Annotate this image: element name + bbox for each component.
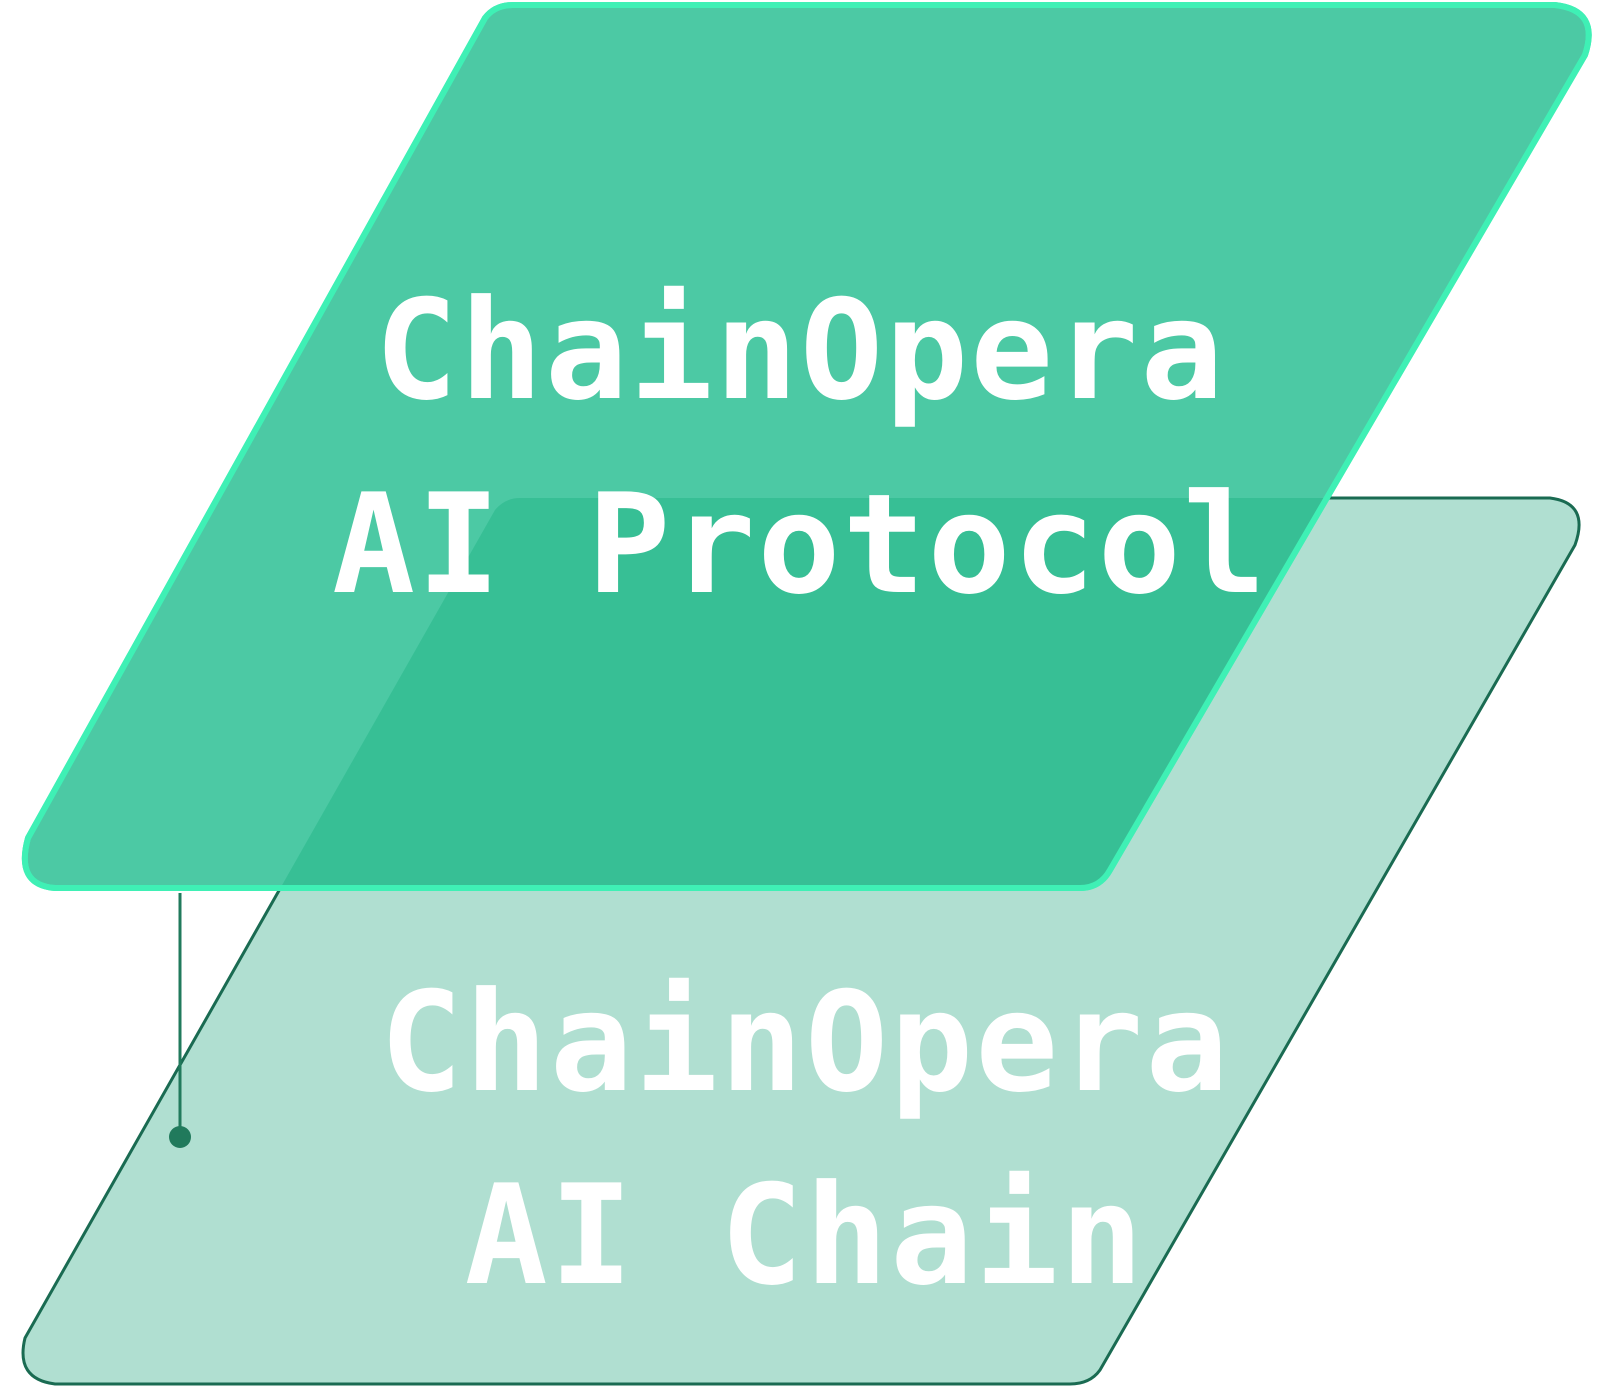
overlap-region (24, 498, 1580, 888)
ai-protocol-label-line2: AI Protocol (332, 464, 1268, 625)
connector-dot (169, 1126, 191, 1148)
ai-chain-label-line1: ChainOpera (380, 962, 1231, 1123)
layer-connector (169, 893, 191, 1148)
ai-chain-label-line2: AI Chain (465, 1155, 1146, 1316)
ai-protocol-label-line1: ChainOpera (375, 270, 1226, 431)
ai-protocol-layer (21, 2, 1592, 891)
ai-protocol-outline (21, 2, 1592, 891)
